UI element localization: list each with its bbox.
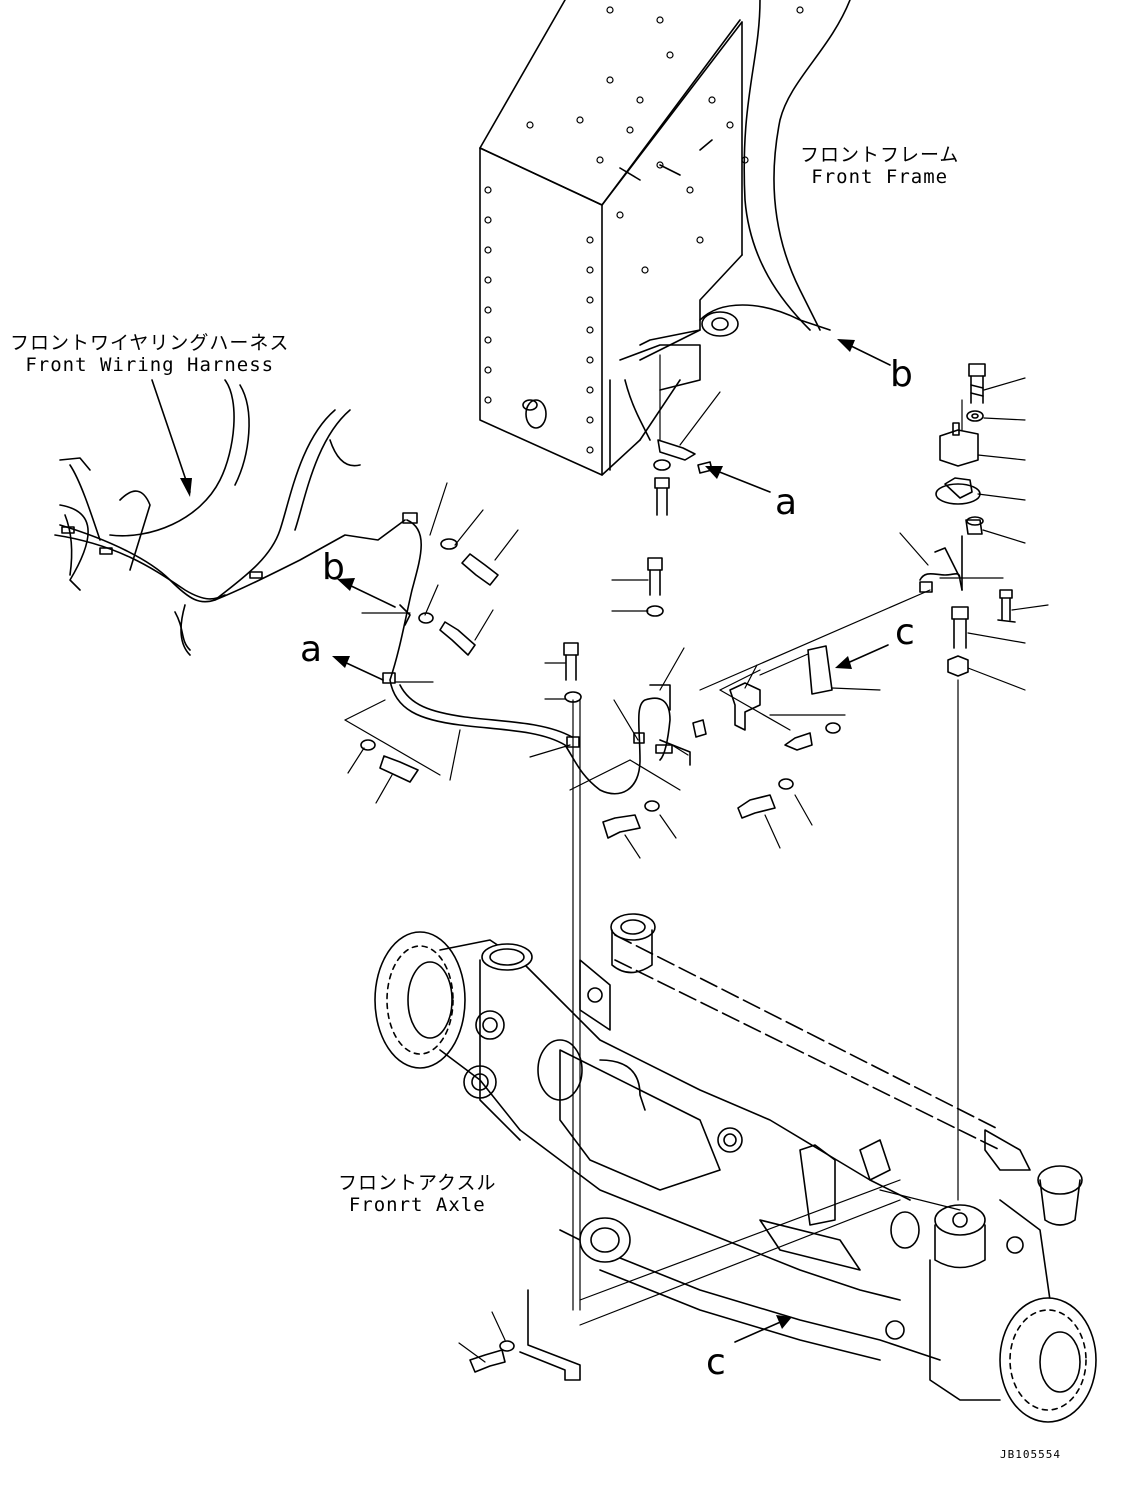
view-letter-b-upper: b <box>890 354 913 395</box>
front-axle-label-jp: フロントアクスル <box>338 1172 497 1194</box>
front-wiring-harness-label-jp: フロントワイヤリングハーネス <box>10 332 290 354</box>
front-wiring-harness-part <box>54 379 406 656</box>
view-letter-c-upper: c <box>895 612 915 653</box>
view-letter-a-left: a <box>300 629 323 670</box>
drawing-code: JB105554 <box>1000 1448 1061 1461</box>
front-frame-part <box>479 0 851 476</box>
front-frame-label: フロントフレーム Front Frame <box>800 144 959 188</box>
sensor-stack-part <box>935 363 986 591</box>
front-frame-label-jp: フロントフレーム <box>800 144 960 166</box>
sensor-cable-part <box>382 512 691 795</box>
front-frame-label-en: Front Frame <box>811 166 949 188</box>
leader-lines <box>344 354 1049 1363</box>
view-arrows <box>151 339 891 1343</box>
fastener-parts <box>360 439 1016 1381</box>
view-letter-a-upper: a <box>775 482 798 523</box>
view-letter-b-left: b <box>322 547 345 588</box>
front-wiring-harness-label: フロントワイヤリングハーネス Front Wiring Harness <box>10 332 289 376</box>
front-axle-part <box>374 913 1097 1423</box>
view-letter-c-lower: c <box>706 1342 726 1383</box>
front-wiring-harness-label-en: Front Wiring Harness <box>25 354 275 376</box>
front-axle-label-en: Fronrt Axle <box>348 1194 486 1216</box>
front-axle-label: フロントアクスル Fronrt Axle <box>338 1172 496 1216</box>
